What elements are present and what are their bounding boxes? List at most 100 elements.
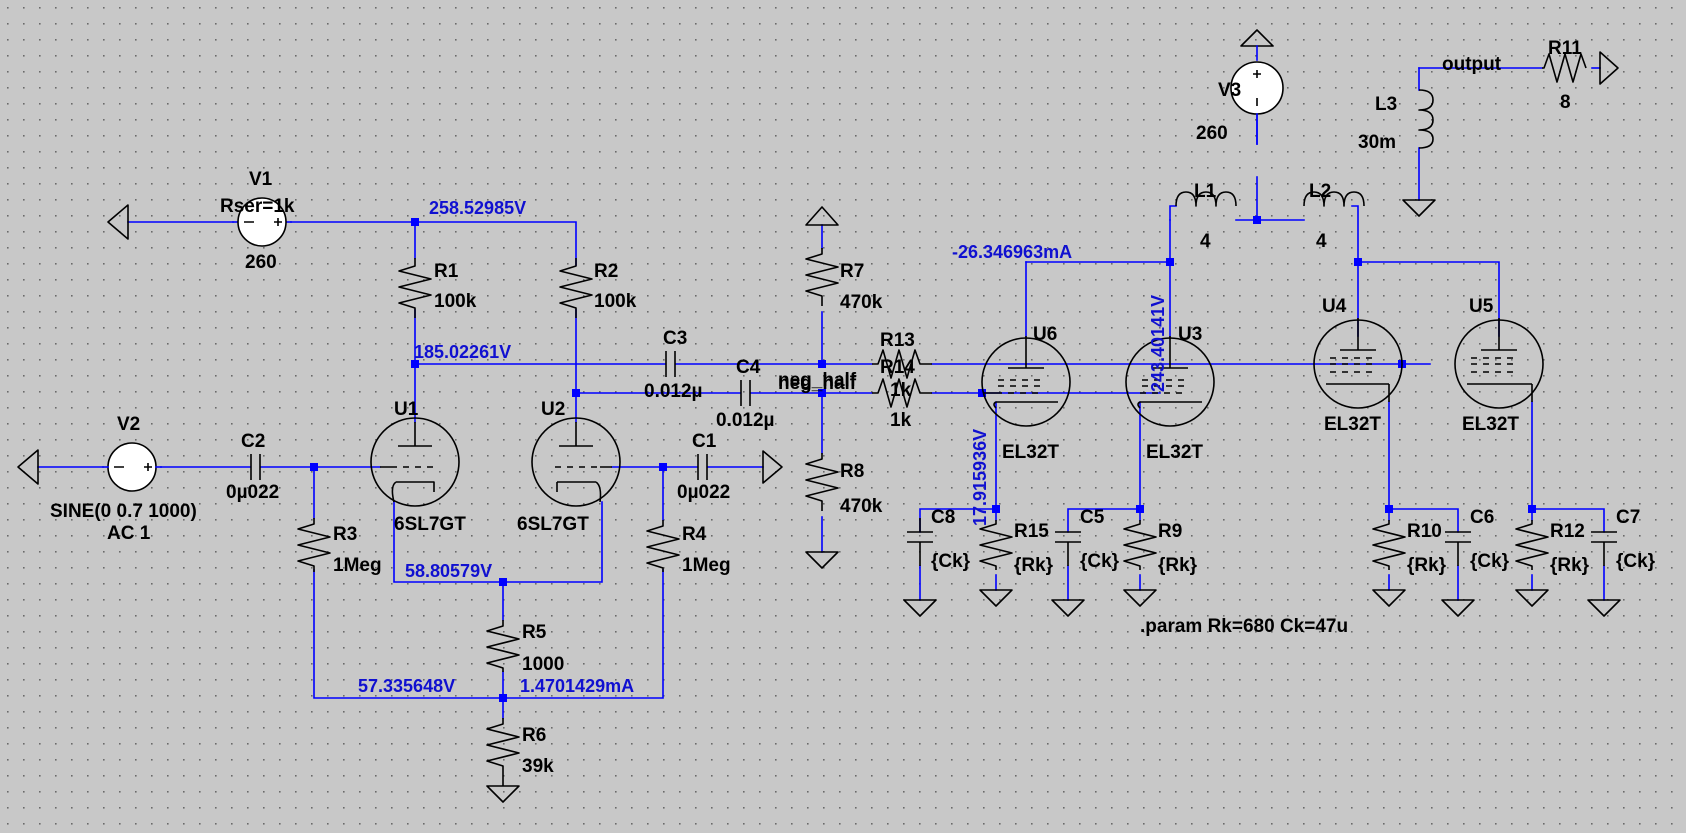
resistor-r10-icon[interactable] xyxy=(1372,520,1406,570)
c7-value-label: {Ck} xyxy=(1616,551,1656,572)
c1-value-label: 0µ022 xyxy=(677,482,730,503)
ground-c6-icon xyxy=(1441,599,1475,617)
ground-c5-icon xyxy=(1051,599,1085,617)
resistor-r4-icon[interactable] xyxy=(646,520,680,572)
r11-name-label: R11 xyxy=(1548,38,1582,59)
resistor-r9-icon[interactable] xyxy=(1123,520,1157,570)
capacitor-c4-icon[interactable] xyxy=(740,380,751,406)
u6-name-label: U6 xyxy=(1033,324,1057,345)
r9-name-label: R9 xyxy=(1158,521,1182,542)
resistor-r15-icon[interactable] xyxy=(979,520,1013,570)
ground-v2-icon xyxy=(17,449,39,485)
capacitor-c1-icon[interactable] xyxy=(697,454,708,480)
r3-value-label: 1Meg xyxy=(333,555,382,576)
c8-value-label: {Ck} xyxy=(931,551,971,572)
v3-name-label: V3 xyxy=(1218,80,1241,101)
tube-u4[interactable] xyxy=(1313,318,1403,409)
r5-name-label: R5 xyxy=(522,622,547,643)
tube-u5[interactable] xyxy=(1454,318,1544,409)
resistor-r1-icon[interactable] xyxy=(398,258,432,318)
resistor-r5-icon[interactable] xyxy=(486,620,520,672)
tube-u2-envelope-icon xyxy=(531,417,621,507)
c8-name-label: C8 xyxy=(931,507,955,528)
c3-name-label: C3 xyxy=(663,328,687,349)
r8-value-label: 470k xyxy=(840,496,883,517)
net-label-output: output xyxy=(1442,54,1502,75)
ground-r11-icon xyxy=(1599,51,1619,85)
annotation-tail-node: 57.335648V xyxy=(358,676,455,696)
tube-u1-envelope-icon xyxy=(370,417,460,507)
c6-name-label: C6 xyxy=(1470,507,1494,528)
r12-value-label: {Rk} xyxy=(1550,555,1590,576)
tube-u3[interactable] xyxy=(1125,336,1215,427)
resistor-r13-icon[interactable] xyxy=(872,349,932,379)
resistor-r6-icon[interactable] xyxy=(486,718,520,786)
resistor-r8-icon[interactable] xyxy=(805,453,839,511)
ground-r15-icon xyxy=(979,589,1013,607)
tube-u1[interactable] xyxy=(370,417,460,507)
c5-name-label: C5 xyxy=(1080,507,1105,528)
resistor-r7-icon[interactable] xyxy=(805,248,839,306)
net-label-neg-half-1: neg_half xyxy=(778,370,857,391)
u6-value-label: EL32T xyxy=(1002,442,1059,463)
l3-name-label: L3 xyxy=(1375,94,1397,115)
capacitor-c6-icon[interactable] xyxy=(1445,531,1471,566)
resistor-r12-icon[interactable] xyxy=(1515,520,1549,570)
r6-value-label: 39k xyxy=(522,756,554,777)
inductor-l1-icon[interactable] xyxy=(1175,191,1237,207)
capacitor-c7-icon[interactable] xyxy=(1591,531,1617,566)
capacitor-c8-icon[interactable] xyxy=(907,518,933,566)
r13-value-label: 1k xyxy=(890,380,912,401)
resistor-r14-icon[interactable] xyxy=(872,378,932,408)
ground-l3-icon xyxy=(1402,199,1436,217)
resistor-r3-icon[interactable] xyxy=(297,518,331,572)
annotation-cathode-node: 58.80579V xyxy=(405,561,492,581)
l1-value-label: 4 xyxy=(1200,231,1211,252)
c5-value-label: {Ck} xyxy=(1080,551,1120,572)
u5-name-label: U5 xyxy=(1469,296,1494,317)
annotation-u3-plate: 243.40141V xyxy=(1148,295,1168,392)
capacitor-c5-icon[interactable] xyxy=(1055,531,1081,566)
capacitor-c3-icon[interactable] xyxy=(665,351,676,377)
source-v3[interactable] xyxy=(1230,45,1284,145)
source-v2[interactable] xyxy=(102,442,162,492)
r10-value-label: {Rk} xyxy=(1407,555,1447,576)
source-v1[interactable] xyxy=(232,197,292,247)
ground-r10-icon xyxy=(1372,589,1406,607)
u3-name-label: U3 xyxy=(1178,324,1202,345)
r1-value-label: 100k xyxy=(434,291,477,312)
r12-name-label: R12 xyxy=(1550,521,1585,542)
ground-v1-icon xyxy=(107,204,129,240)
annotation-tail-current: 1.4701429mA xyxy=(520,676,634,696)
v3-value-label: 260 xyxy=(1196,123,1228,144)
resistor-r2-icon[interactable] xyxy=(559,258,593,318)
l1-name-label: L1 xyxy=(1194,181,1217,202)
l2-name-label: L2 xyxy=(1309,181,1331,202)
v1-value-label: 260 xyxy=(245,252,277,273)
param-directive: .param Rk=680 Ck=47u xyxy=(1140,616,1348,637)
r9-value-label: {Rk} xyxy=(1158,555,1198,576)
inductor-l2-icon[interactable] xyxy=(1303,191,1365,207)
c3-value-label: 0.012µ xyxy=(644,381,703,402)
tube-u6[interactable] xyxy=(981,336,1071,427)
r8-name-label: R8 xyxy=(840,461,864,482)
ground-r12-icon xyxy=(1515,589,1549,607)
r3-name-label: R3 xyxy=(333,524,357,545)
ground-r9-icon xyxy=(1123,589,1157,607)
source-v1-symbol-icon xyxy=(237,197,287,247)
resistor-r11-icon[interactable] xyxy=(1542,53,1587,83)
annotation-supply-node: 258.52985V xyxy=(429,198,526,218)
l3-value-label: 30m xyxy=(1358,132,1396,153)
capacitor-c2-icon[interactable] xyxy=(250,454,261,480)
c4-name-label: C4 xyxy=(736,357,761,378)
u3-value-label: EL32T xyxy=(1146,442,1203,463)
inductor-l3-icon[interactable] xyxy=(1418,89,1434,149)
c7-name-label: C7 xyxy=(1616,507,1640,528)
r11-value-label: 8 xyxy=(1560,92,1571,113)
supply-r7-icon xyxy=(805,206,839,226)
r4-value-label: 1Meg xyxy=(682,555,731,576)
tube-u2[interactable] xyxy=(531,417,621,507)
